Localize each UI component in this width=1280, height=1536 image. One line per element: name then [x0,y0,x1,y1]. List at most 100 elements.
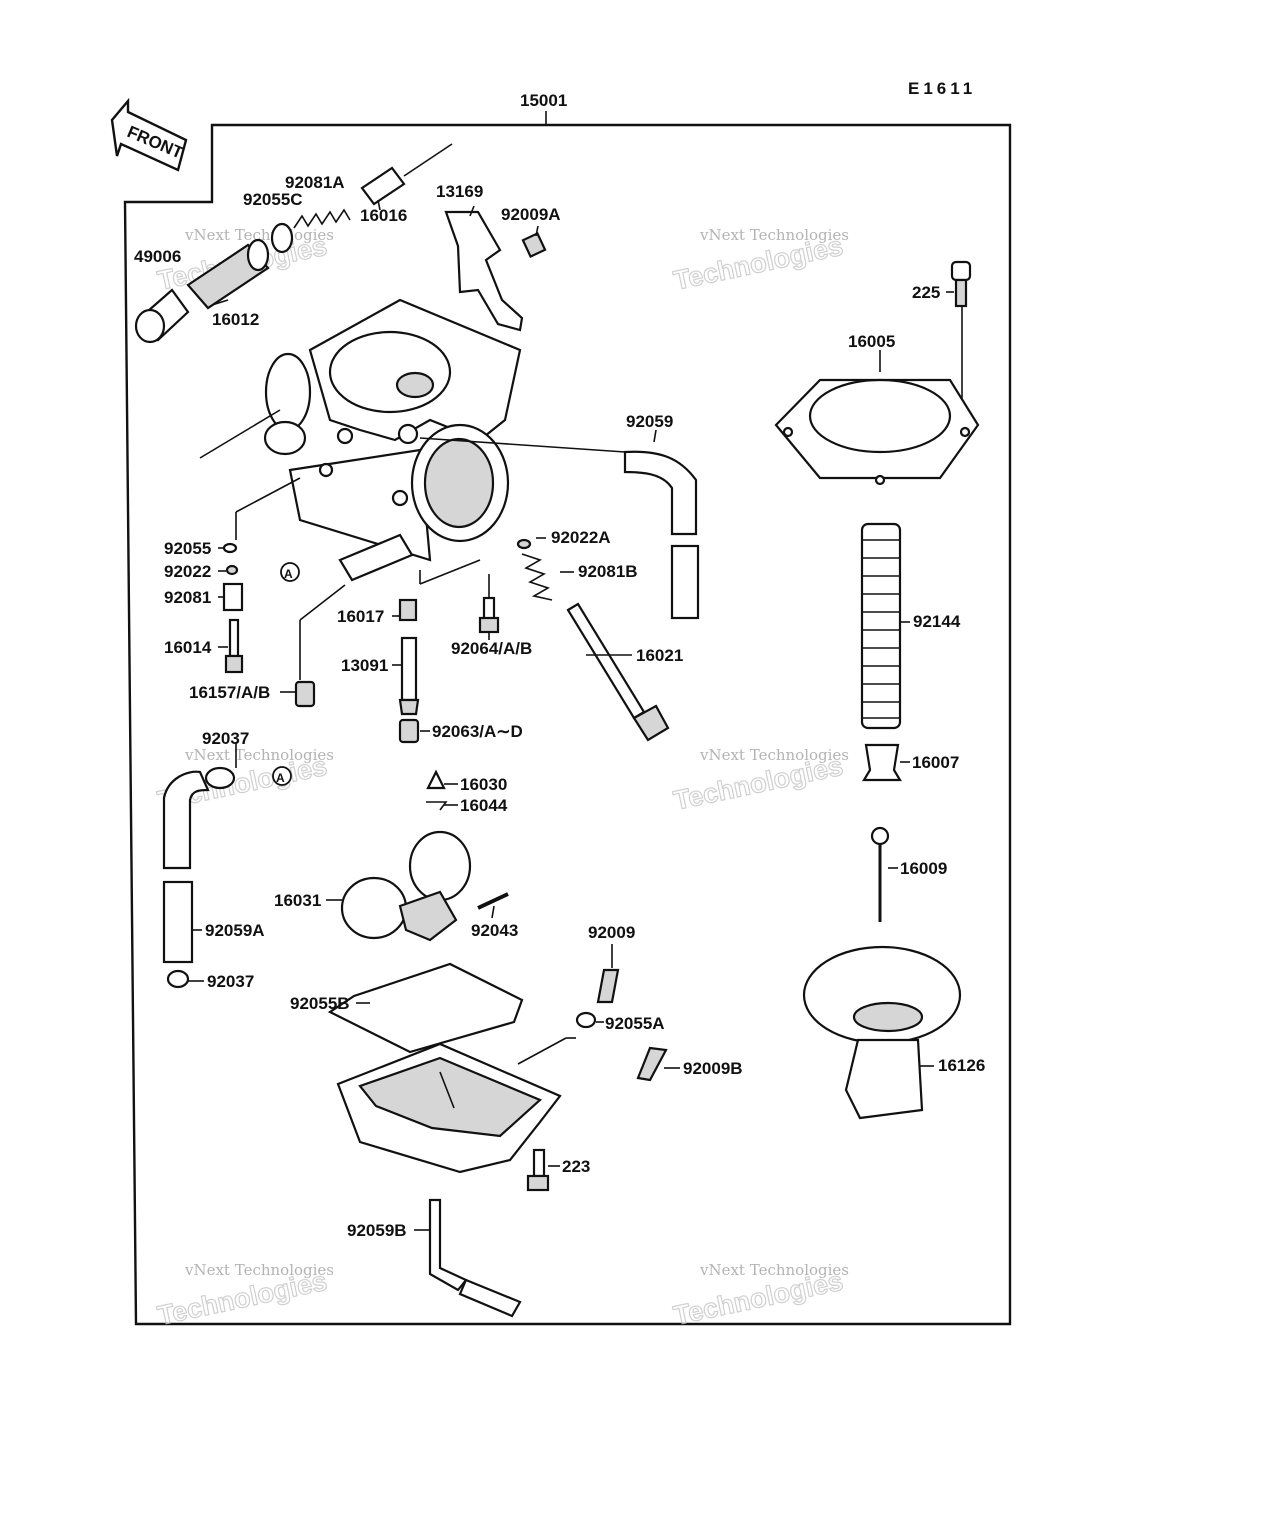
spring-92081 [222,582,244,612]
svg-text:vNext Technologies: vNext Technologies [184,746,334,764]
clamp-92037 [166,969,190,989]
hose-92059 [623,450,700,620]
label-225: 225 [912,283,940,302]
bracket-13169 [444,210,524,332]
clip-16044 [426,801,448,811]
label-92081A: 92081A [285,173,345,192]
screw-92009 [596,968,620,1004]
drain-screw-223 [526,1148,550,1192]
label-16126: 16126 [938,1056,985,1075]
watermark-bottom-left: vNext Technologies Technologies [154,1261,334,1331]
label-16007: 16007 [912,753,959,772]
spring-92144 [860,522,902,730]
label-92055A: 92055A [605,1014,665,1033]
vacuum-piston-16126 [802,945,962,1120]
label-16044: 16044 [460,796,508,815]
label-16157: 16157/A/B [189,683,270,702]
top-cover-16005 [774,378,980,486]
label-49006: 49006 [134,247,181,266]
label-92064: 92064/A/B [451,639,532,658]
o-ring-92055A [575,1011,597,1029]
label-92009: 92009 [588,923,635,942]
throttle-axis-line [199,409,281,459]
svg-text:vNext Technologies: vNext Technologies [184,1261,334,1279]
starter-body-16012 [186,238,270,310]
label-16005: 16005 [848,332,895,351]
o-ring-92055 [222,542,238,554]
svg-text:vNext Technologies: vNext Technologies [184,226,334,244]
svg-text:A: A [276,771,285,785]
label-13091: 13091 [341,656,388,675]
label-92022A: 92022A [551,528,611,547]
cap-49006 [134,288,190,344]
screw-16014 [224,618,244,674]
front-arrow-icon: FRONT [110,97,188,172]
label-92144: 92144 [913,612,961,631]
spring-92081B [521,553,553,601]
needle-jet-13091 [398,636,420,716]
pin-92043 [477,892,509,910]
svg-text:vNext Technologies: vNext Technologies [699,746,849,764]
label-92059: 92059 [626,412,673,431]
watermark-top-right: vNext Technologies Technologies [670,226,849,296]
screw-92064 [478,596,500,634]
label-92055C: 92055C [243,190,303,209]
reference-marker-a-2: A [272,766,292,786]
plunger-16016 [360,143,453,206]
label-16031: 16031 [274,891,321,910]
svg-text:A: A [284,567,293,581]
label-92063: 92063/A∼D [432,722,523,741]
label-16016: 16016 [360,206,407,225]
washer-92022A [516,538,532,550]
label-223: 223 [562,1157,590,1176]
label-16021: 16021 [636,646,683,665]
svg-text:vNext Technologies: vNext Technologies [699,1261,849,1279]
reference-marker-a-1: A [280,562,300,582]
label-92009B: 92009B [683,1059,743,1078]
label-92022: 92022 [164,562,211,581]
label-92081: 92081 [164,588,211,607]
jet-16157 [294,680,316,708]
screw-225 [950,260,972,308]
label-92055: 92055 [164,539,211,558]
leader-lines [188,199,954,1231]
label-92059A: 92059A [205,921,265,940]
label-16012: 16012 [212,310,259,329]
watermark-mid-right: vNext Technologies Technologies [670,746,849,816]
o-ring-92055C [270,222,294,254]
retainer-16007 [862,743,902,782]
label-92055B: 92055B [290,994,350,1013]
watermark-bottom-right: vNext Technologies Technologies [670,1261,849,1331]
assembly-number-label: 15001 [520,91,567,110]
hose-92059B [428,1198,522,1318]
washer-92022 [225,564,239,576]
label-16030: 16030 [460,775,507,794]
spring-92081A [293,208,351,229]
vent-axis-line [419,437,626,453]
svg-text:vNext Technologies: vNext Technologies [699,226,849,244]
label-13169: 13169 [436,182,483,201]
hose-92059A [162,766,236,964]
float-bowl [336,1042,562,1174]
label-92009A: 92009A [501,205,561,224]
label-92037: 92037 [207,972,254,991]
float-16031 [340,830,472,942]
label-16017: 16017 [337,607,384,626]
label-16014: 16014 [164,638,212,657]
carburetor-body [263,298,522,582]
pilot-jet-16017 [398,598,418,622]
float-valve-16030 [426,769,446,790]
jet-needle-16009 [870,826,890,922]
drawing-code: E1611 [908,79,976,98]
label-92059B: 92059B [347,1221,407,1240]
label-16009: 16009 [900,859,947,878]
part-labels: 49006 92055C 92081A 16016 16012 13169 92… [134,173,985,1240]
main-jet-92063 [398,718,420,744]
label-92037-top: 92037 [202,729,249,748]
assembly-frame [123,123,1012,1326]
label-92043: 92043 [471,921,518,940]
gasket-92055B [327,962,524,1054]
screw-92009B [636,1046,668,1082]
label-92081B: 92081B [578,562,638,581]
